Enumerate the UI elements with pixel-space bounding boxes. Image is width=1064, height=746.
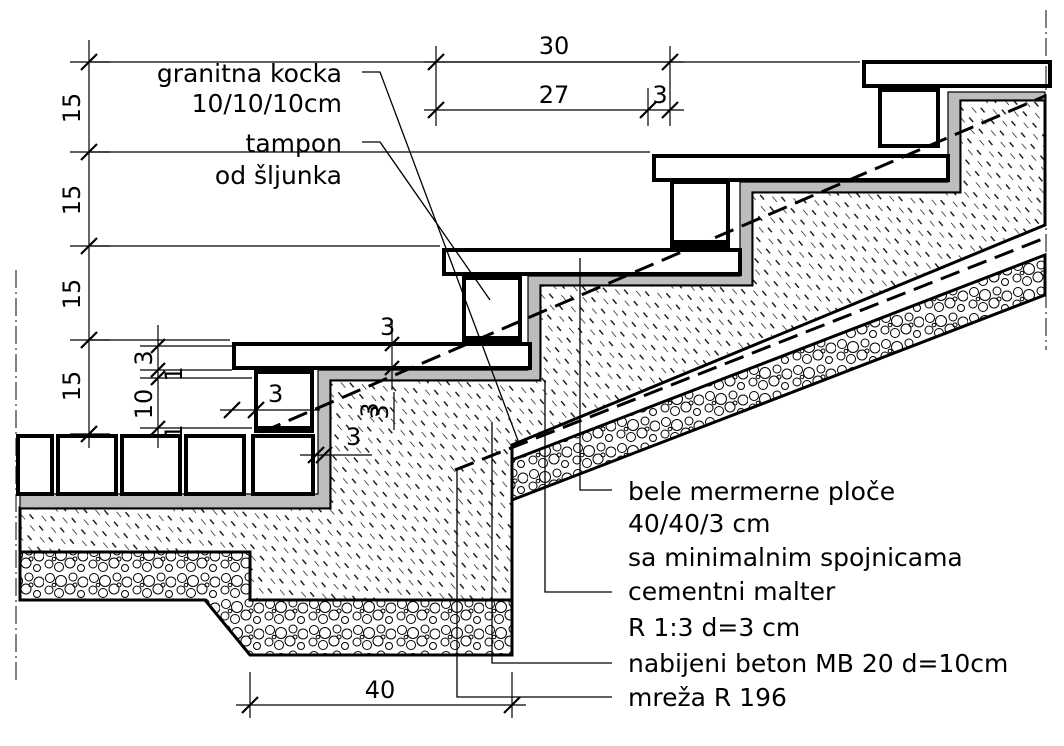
marble-plate <box>652 154 950 182</box>
tread-width-dims: 30 27 3 <box>424 32 684 126</box>
granite-cube <box>56 434 118 496</box>
dim-riser-4: 15 <box>58 371 86 402</box>
label-marble-1: bele mermerne ploče <box>628 477 895 506</box>
label-gravel-2: od šljunka <box>215 161 342 190</box>
label-mesh: mreža R 196 <box>628 683 787 712</box>
dim-plate-3: 3 <box>380 313 395 341</box>
label-mortar-1: cementni malter <box>628 577 836 606</box>
dim-mortar-3c: 3 <box>346 423 361 451</box>
mortar-dims: 3 3 3 <box>300 392 395 464</box>
mesh-r196 <box>261 94 1046 434</box>
dim-riser-2: 15 <box>58 185 86 216</box>
granite-cube-row <box>16 434 315 496</box>
plate-thickness-dim: 3 <box>380 313 400 390</box>
dim-cube-10: 10 <box>130 389 158 420</box>
small-vertical-dims: 3 1 10 1 <box>130 325 252 448</box>
granite-cube <box>16 434 54 496</box>
cube-joint-dim: 3 <box>220 380 320 419</box>
dim-gap-1b: 1 <box>160 424 188 439</box>
label-granite-1: granitna kocka <box>157 59 342 88</box>
dim-foundation-40: 40 <box>365 676 396 704</box>
marble-plate <box>862 60 1052 88</box>
label-granite-2: 10/10/10cm <box>192 89 342 118</box>
legend: granitna kocka 10/10/10cm tampon od šlju… <box>157 59 1009 712</box>
mesh-r196-lower <box>454 236 1046 472</box>
dim-tread-inner: 27 <box>539 81 570 109</box>
mortar-bed <box>19 91 1046 509</box>
riser-cube <box>670 180 730 244</box>
dim-gap-1: 1 <box>160 366 188 381</box>
dim-slab-3: 3 <box>130 350 158 365</box>
dim-riser-3: 15 <box>58 279 86 310</box>
label-mortar-2: R 1:3 d=3 cm <box>628 613 800 642</box>
marble-plate <box>232 342 532 370</box>
dim-mortar-3a: 3 <box>366 404 394 419</box>
granite-cube <box>251 434 315 496</box>
dim-cube-joint-3: 3 <box>268 380 283 408</box>
riser-cube <box>462 276 522 340</box>
label-marble-3: sa minimalnim spojnicama <box>628 543 963 572</box>
marble-plate <box>442 248 742 276</box>
label-gravel-1: tampon <box>246 129 342 158</box>
dim-tread-overhang: 3 <box>652 81 667 109</box>
granite-cube <box>120 434 182 496</box>
dim-tread-total: 30 <box>539 32 570 60</box>
riser-cube <box>254 370 314 430</box>
foundation-dim: 40 <box>236 672 526 718</box>
label-concrete: nabijeni beton MB 20 d=10cm <box>628 649 1008 678</box>
leader-lines <box>362 71 612 698</box>
granite-cube <box>184 434 246 496</box>
riser-cube <box>878 88 940 148</box>
label-marble-2: 40/40/3 cm <box>628 509 770 538</box>
dim-riser-1: 15 <box>58 93 86 124</box>
dim-mortar-3b: 3 <box>356 402 384 417</box>
